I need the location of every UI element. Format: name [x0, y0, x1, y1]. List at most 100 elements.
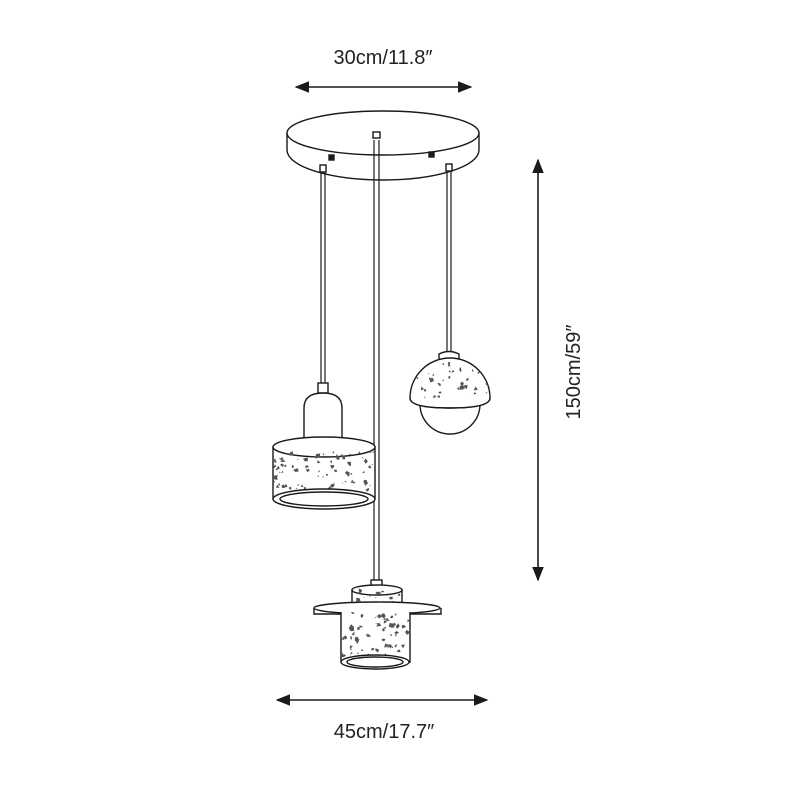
- ceiling-canopy: [286, 110, 480, 181]
- terrazzo-chip: [375, 596, 377, 598]
- terrazzo-chip: [363, 479, 369, 486]
- terrazzo-chip: [386, 643, 388, 646]
- terrazzo-chip: [279, 463, 284, 468]
- terrazzo-chip: [349, 453, 352, 456]
- terrazzo-chip: [280, 459, 286, 462]
- terrazzo-chip: [358, 451, 362, 454]
- terrazzo-chip: [330, 483, 335, 488]
- terrazzo-chip: [459, 366, 462, 373]
- terrazzo-chip: [457, 387, 461, 390]
- terrazzo-chip: [295, 487, 298, 490]
- terrazzo-chip: [371, 647, 375, 651]
- terrazzo-chip: [431, 373, 435, 376]
- terrazzo-chip: [360, 614, 364, 618]
- terrazzo-chip: [359, 625, 363, 628]
- terrazzo-chip: [376, 624, 380, 627]
- terrazzo-chip: [300, 484, 304, 488]
- terrazzo-chip: [281, 470, 284, 474]
- terrazzo-chip: [297, 483, 300, 486]
- terrazzo-chip: [279, 458, 282, 461]
- terrazzo-chip: [329, 465, 335, 469]
- canopy-width-dimension: 30cm/11.8″: [294, 47, 473, 93]
- terrazzo-chip: [322, 453, 325, 456]
- terrazzo-chip: [396, 649, 401, 653]
- terrazzo-chip: [333, 469, 338, 473]
- terrazzo-chip: [347, 461, 351, 467]
- terrazzo-chip: [432, 394, 437, 398]
- terrazzo-chip: [273, 475, 277, 481]
- terrazzo-chip: [427, 373, 430, 375]
- terrazzo-chip: [386, 643, 391, 649]
- grommet-center: [372, 131, 381, 139]
- terrazzo-chip: [326, 473, 328, 476]
- terrazzo-chip: [344, 480, 347, 483]
- overall-width-dimension: 45cm/17.7″: [275, 694, 489, 743]
- terrazzo-chip: [322, 475, 324, 478]
- terrazzo-chip: [361, 649, 364, 652]
- terrazzo-chip: [438, 391, 442, 394]
- terrazzo-chip: [275, 468, 278, 471]
- terrazzo-chip: [459, 386, 464, 390]
- terrazzo-chip: [277, 466, 280, 469]
- terrazzo-chip: [407, 619, 410, 622]
- terrazzo-chip: [394, 612, 397, 616]
- terrazzo-chip: [364, 484, 367, 486]
- terrazzo-chip: [342, 482, 344, 484]
- suspension-cords: [320, 140, 452, 582]
- terrazzo-chip: [349, 647, 352, 650]
- terrazzo-chip: [401, 625, 407, 629]
- terrazzo-chip: [397, 593, 401, 597]
- terrazzo-chip: [420, 365, 422, 368]
- terrazzo-chip: [349, 645, 353, 649]
- terrazzo-chip: [273, 465, 275, 468]
- terrazzo-chip: [488, 403, 491, 406]
- terrazzo-chip: [429, 377, 435, 383]
- terrazzo-chip: [447, 375, 451, 379]
- terrazzo-chip: [349, 651, 353, 655]
- terrazzo-chip: [421, 387, 424, 390]
- terrazzo-chip: [374, 616, 377, 618]
- terrazzo-chip: [487, 364, 490, 368]
- terrazzo-chip: [342, 456, 346, 460]
- terrazzo-chip: [350, 473, 353, 475]
- terrazzo-chip: [351, 631, 355, 636]
- overall-width-label: 45cm/17.7″: [334, 721, 434, 743]
- terrazzo-chip: [442, 379, 445, 382]
- terrazzo-chip: [381, 638, 386, 642]
- terrazzo-chip: [465, 358, 470, 361]
- terrazzo-chip: [389, 593, 391, 596]
- terrazzo-chip: [465, 378, 468, 381]
- terrazzo-chip: [357, 652, 359, 654]
- terrazzo-chip: [293, 468, 299, 473]
- terrazzo-chip: [463, 385, 468, 389]
- terrazzo-chip: [395, 644, 398, 647]
- terrazzo-chip: [385, 618, 390, 622]
- terrazzo-chip: [473, 392, 477, 395]
- grommet-left-lower: [319, 164, 327, 173]
- terrazzo-chip: [356, 591, 360, 594]
- grommet-left: [328, 154, 335, 161]
- terrazzo-chip: [371, 463, 373, 465]
- terrazzo-chip: [420, 364, 425, 367]
- terrazzo-chip: [424, 389, 427, 392]
- terrazzo-chip: [375, 648, 379, 653]
- terrazzo-chip: [305, 465, 309, 469]
- terrazzo-chip: [362, 596, 365, 598]
- pendant-left: [272, 382, 376, 510]
- terrazzo-chip: [372, 451, 374, 454]
- overall-height-label: 150cm/59″: [563, 325, 585, 420]
- terrazzo-chip: [422, 362, 425, 364]
- terrazzo-chip: [487, 373, 489, 376]
- terrazzo-chip: [395, 634, 397, 637]
- terrazzo-chip: [405, 630, 410, 635]
- terrazzo-chip: [352, 481, 356, 484]
- terrazzo-chip: [348, 624, 355, 632]
- terrazzo-chip: [383, 620, 387, 624]
- terrazzo-chip: [460, 381, 464, 386]
- terrazzo-chip: [358, 588, 363, 593]
- overall-height-dimension: 150cm/59″: [532, 158, 585, 582]
- pendant-bottom: [313, 579, 442, 670]
- terrazzo-chip: [394, 623, 396, 626]
- terrazzo-chip: [471, 369, 474, 372]
- terrazzo-chip: [394, 645, 397, 648]
